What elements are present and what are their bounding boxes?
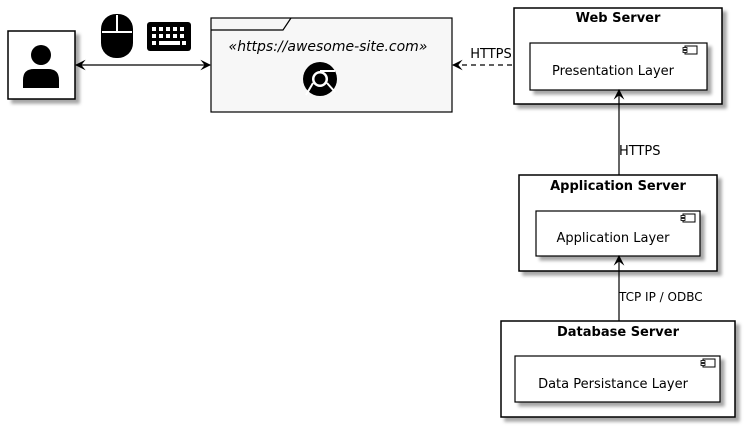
component-icon xyxy=(680,213,696,223)
data-persistance-layer-component: Data Persistance Layer xyxy=(514,355,721,403)
browser-frame: «https://awesome-site.com» xyxy=(210,17,453,113)
presentation-layer-label: Presentation Layer xyxy=(552,64,675,79)
browser-url: «https://awesome-site.com» xyxy=(229,39,428,55)
component-icon xyxy=(700,358,716,368)
component-icon xyxy=(682,45,698,55)
database-server-title: Database Server xyxy=(557,325,680,340)
app-db-label: TCP IP / ODBC xyxy=(618,290,703,304)
application-layer-label: Application Layer xyxy=(556,231,670,246)
user-icon xyxy=(23,45,59,88)
browser-web-label: HTTPS xyxy=(470,47,512,62)
database-server-node: Database Server Data Persistance Layer xyxy=(500,320,736,418)
web-server-title: Web Server xyxy=(576,11,661,26)
application-server-node: Application Server Application Layer xyxy=(518,174,718,272)
user-actor xyxy=(7,30,76,100)
application-server-title: Application Server xyxy=(550,179,686,194)
data-persistance-layer-label: Data Persistance Layer xyxy=(538,377,689,392)
mouse-icon xyxy=(101,14,133,58)
chrome-icon xyxy=(303,62,337,96)
web-server-node: Web Server Presentation Layer xyxy=(513,7,723,105)
keyboard-icon xyxy=(147,22,191,51)
presentation-layer-component: Presentation Layer xyxy=(529,42,708,91)
application-layer-component: Application Layer xyxy=(535,210,701,257)
web-app-label: HTTPS xyxy=(619,144,661,159)
